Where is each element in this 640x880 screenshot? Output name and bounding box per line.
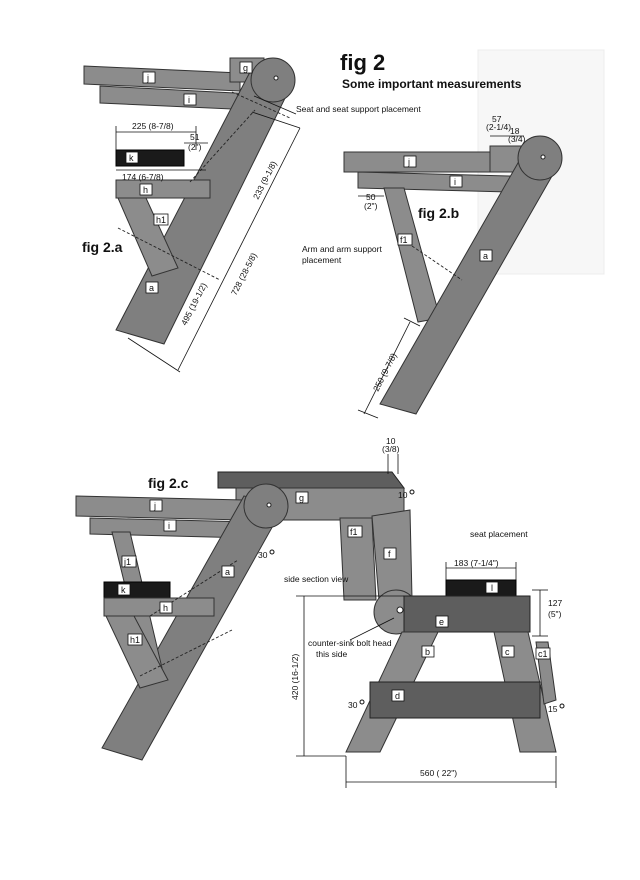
dim-233: 233 (9-1/8) [251, 159, 279, 201]
part-tag-g-2c: g [299, 493, 304, 503]
degree-15-icon [559, 703, 565, 709]
part-tag-g: g [243, 63, 248, 73]
part-tag-k: k [129, 153, 134, 163]
part-tag-i-2b: i [454, 177, 456, 187]
fig-2a-label: fig 2.a [82, 239, 123, 255]
dim-420: 420 (16-1/2) [290, 654, 300, 700]
brace-d [369, 681, 541, 719]
figure-title: fig 2 [340, 50, 385, 75]
pivot-bolt-icon [273, 75, 279, 81]
part-tag-a-2c: a [225, 567, 230, 577]
dim-51-inch: (2") [188, 142, 202, 152]
part-tag-f1-2c: f1 [350, 527, 358, 537]
plank-f1-2c [339, 517, 377, 601]
side-section-note: side section view [284, 574, 349, 584]
part-tag-j-2b: j [407, 157, 410, 167]
leg-a-2b-top-round [517, 135, 563, 181]
arm-support-note-line2: placement [302, 255, 342, 265]
degree-30a-icon [269, 549, 275, 555]
plank-i-2b [357, 171, 511, 193]
arm-support-note-line1: Arm and arm support [302, 244, 382, 254]
dim-225: 225 (8-7/8) [132, 121, 174, 131]
tabletop-board [217, 471, 405, 489]
plank-h-2c [103, 597, 215, 617]
dim-183: 183 (7-1/4") [454, 558, 499, 568]
part-tag-c1: c1 [538, 649, 548, 659]
part-tag-l: l [491, 583, 493, 593]
part-tag-c: c [505, 647, 510, 657]
dim-50-inch: (2") [364, 201, 378, 211]
degree-30b-icon [359, 699, 365, 705]
part-tag-d: d [395, 691, 400, 701]
plank-h [115, 179, 211, 199]
pivot-bolt-2c-icon [266, 502, 272, 508]
fig-2b: j i f1 a 57 (2-1/4) 18 (3/4) 50 (2") 250… [302, 114, 563, 419]
part-tag-j-2c: j [153, 501, 156, 511]
plank-h1 [117, 197, 179, 277]
part-tag-b: b [425, 647, 430, 657]
dim-174: 174 (6-7/8) [122, 172, 164, 182]
dim-10-inch: (3/8) [382, 444, 400, 454]
part-tag-a: a [149, 283, 154, 293]
part-tag-h1: h1 [156, 215, 166, 225]
part-tag-e: e [439, 617, 444, 627]
part-tag-k-2c: k [121, 585, 126, 595]
angle-30b: 30 [348, 700, 358, 710]
leg-a-2c-top-round [243, 483, 289, 529]
degree-10-icon [409, 489, 415, 495]
seat-board-k-2c [103, 581, 171, 599]
part-tag-f-2c: f [388, 549, 391, 559]
fig-2b-label: fig 2.b [418, 205, 459, 221]
bolt-note-line2: this side [316, 649, 347, 659]
part-tag-i: i [188, 95, 190, 105]
seat-board-l [445, 579, 517, 597]
dim-10: 10 [386, 436, 396, 446]
bolt-note-line1: counter-sink bolt head [308, 638, 392, 648]
dim-51: 51 [190, 132, 200, 142]
dim-560: 560 ( 22") [420, 768, 457, 778]
part-tag-h-2c: h [163, 603, 168, 613]
part-tag-f1-2b: f1 [400, 235, 408, 245]
plank-j-2b [343, 151, 491, 173]
counter-sink-bolt-icon [396, 606, 404, 614]
pivot-bolt-2b-icon [540, 154, 546, 160]
dim-127: 127 [548, 598, 562, 608]
plank-h1-2c [105, 615, 169, 689]
part-tag-j: j [146, 73, 149, 83]
seat-support-note: Seat and seat support placement [296, 104, 421, 114]
part-tag-h1-2c: h1 [130, 635, 140, 645]
dim-57-inch: (2-1/4) [486, 122, 511, 132]
fig-2c-label: fig 2.c [148, 475, 189, 491]
part-tag-a-2b: a [483, 251, 488, 261]
dim-728: 728 (28-5/8) [229, 251, 259, 297]
part-tag-j1-2c: j1 [123, 557, 131, 567]
part-tag-h: h [143, 185, 148, 195]
dim-57: 57 [492, 114, 502, 124]
figure-subtitle: Some important measurements [342, 77, 522, 91]
dim-50: 50 [366, 192, 376, 202]
plank-e [403, 595, 531, 633]
fig-2c: j i g f1 f j1 k h h1 a l e b c c1 d 10 (… [75, 436, 565, 788]
dim-127-inch: (5") [548, 609, 562, 619]
seat-placement-note: seat placement [470, 529, 528, 539]
angle-30a: 30 [258, 550, 268, 560]
fig-2a: g j i k h h1 a 225 (8-7/8) 51 (2") 174 (… [82, 57, 421, 373]
angle-10: 10 [398, 490, 408, 500]
angle-15: 15 [548, 704, 558, 714]
dim-18-inch: (3/4) [508, 134, 526, 144]
dim-18: 18 [510, 126, 520, 136]
part-tag-i-2c: i [168, 521, 170, 531]
leg-a-top-round [250, 57, 296, 103]
